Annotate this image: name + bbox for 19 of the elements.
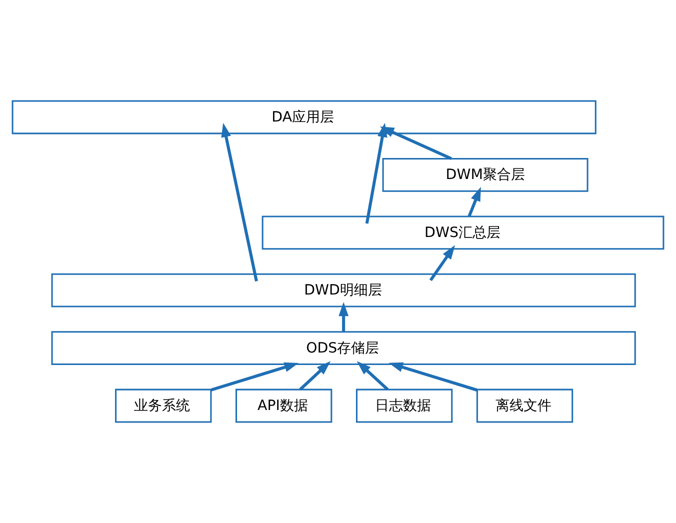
arrow [365,122,388,224]
node-box: API数据 [236,388,332,423]
node-box: ODS存储层 [51,331,636,365]
node-box: 业务系统 [115,388,212,423]
node-box: DWM聚合层 [382,158,588,192]
node-box: 离线文件 [476,388,574,423]
arrow [210,362,299,392]
node-box: 日志数据 [356,388,453,423]
arrow [221,122,258,282]
arrow [356,361,389,391]
arrow [338,302,349,332]
arrow [380,126,452,160]
arrow [299,361,331,391]
arrow [468,186,481,217]
node-box: DWS汇总层 [262,216,664,250]
node-box: DWD明细层 [51,273,636,308]
node-box: DA应用层 [12,100,596,134]
arrow [429,245,456,282]
arrow [388,362,478,392]
